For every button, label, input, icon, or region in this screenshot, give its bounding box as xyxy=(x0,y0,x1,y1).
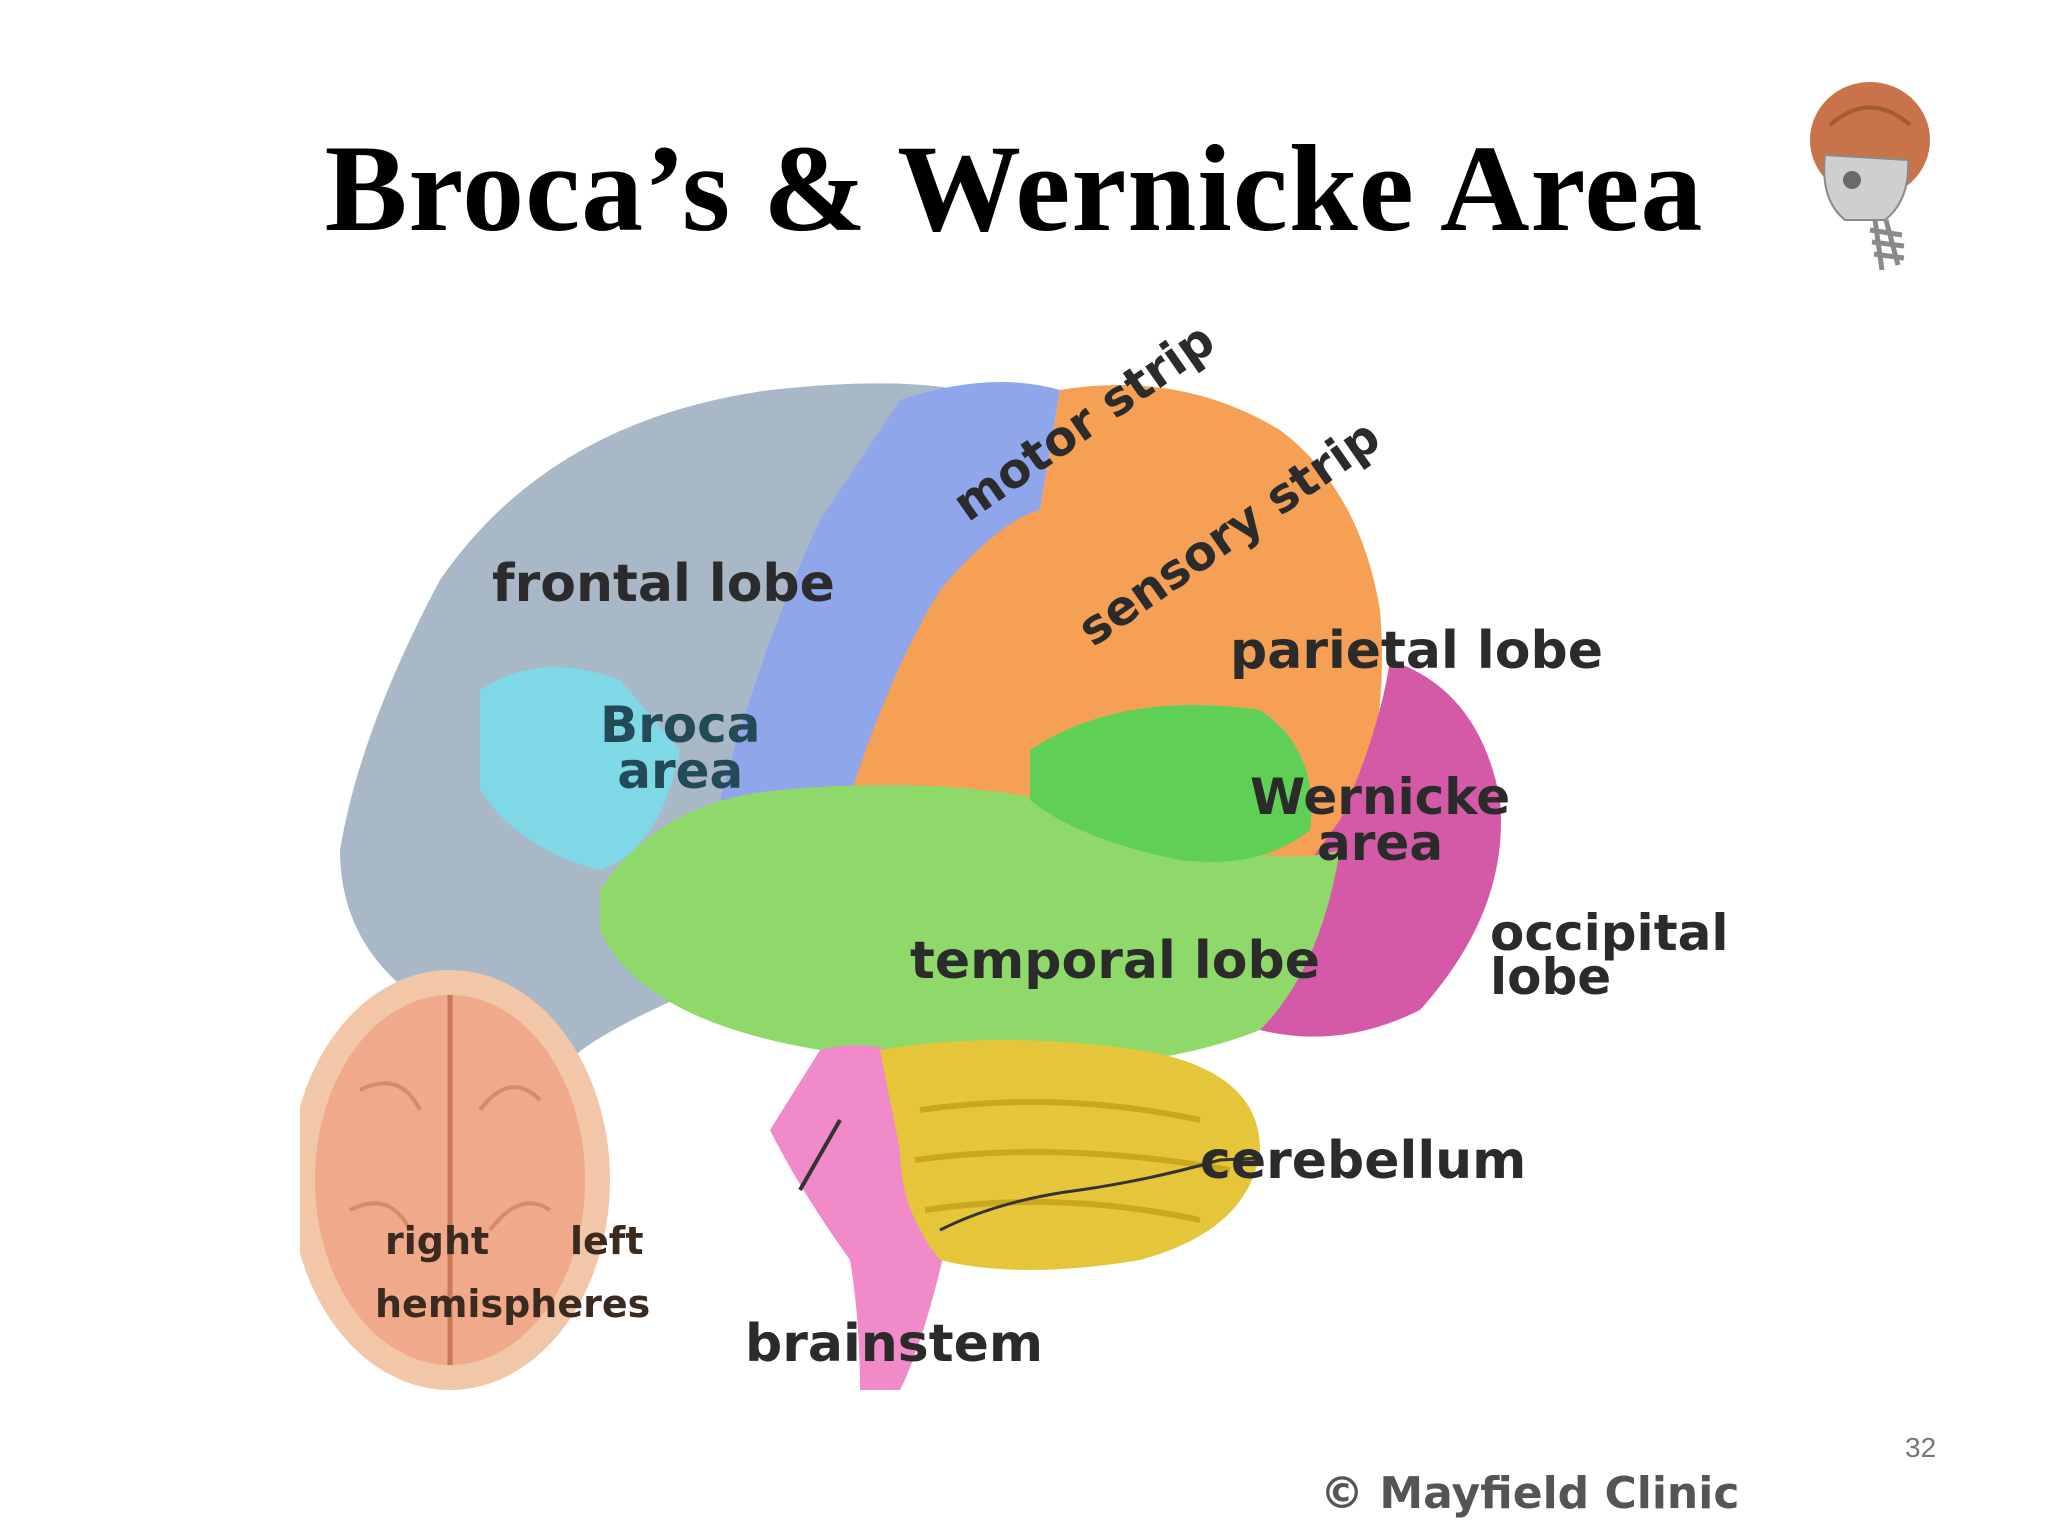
copyright-text: © Mayfield Clinic xyxy=(1320,1468,1740,1519)
brainstem-label: brainstem xyxy=(745,1314,1044,1374)
skull-icon xyxy=(1810,82,1930,271)
temporal-lobe-region xyxy=(600,785,1340,1070)
cerebellum-label: cerebellum xyxy=(1200,1131,1527,1191)
parietal-lobe-label: parietal lobe xyxy=(1230,621,1603,681)
motor-strip-region xyxy=(720,382,1060,830)
wernicke-area-region xyxy=(1030,705,1312,862)
temporal-lobe-label: temporal lobe xyxy=(910,931,1320,991)
hemispheres-label: hemispheres xyxy=(375,1282,651,1326)
frontal-lobe-label: frontal lobe xyxy=(492,554,835,614)
left-hemisphere-label: left xyxy=(570,1219,644,1263)
brainstem-pointer xyxy=(798,1119,842,1191)
right-hemisphere-label: right xyxy=(385,1219,490,1263)
signature-mark xyxy=(939,1156,1261,1232)
brain-diagram xyxy=(300,382,1501,1390)
slide-title: Broca’s & Wernicke Area xyxy=(324,120,1704,257)
page-number: 32 xyxy=(1905,1432,1937,1463)
broca-area-region xyxy=(480,667,680,870)
occipital-lobe-region xyxy=(1260,660,1501,1037)
